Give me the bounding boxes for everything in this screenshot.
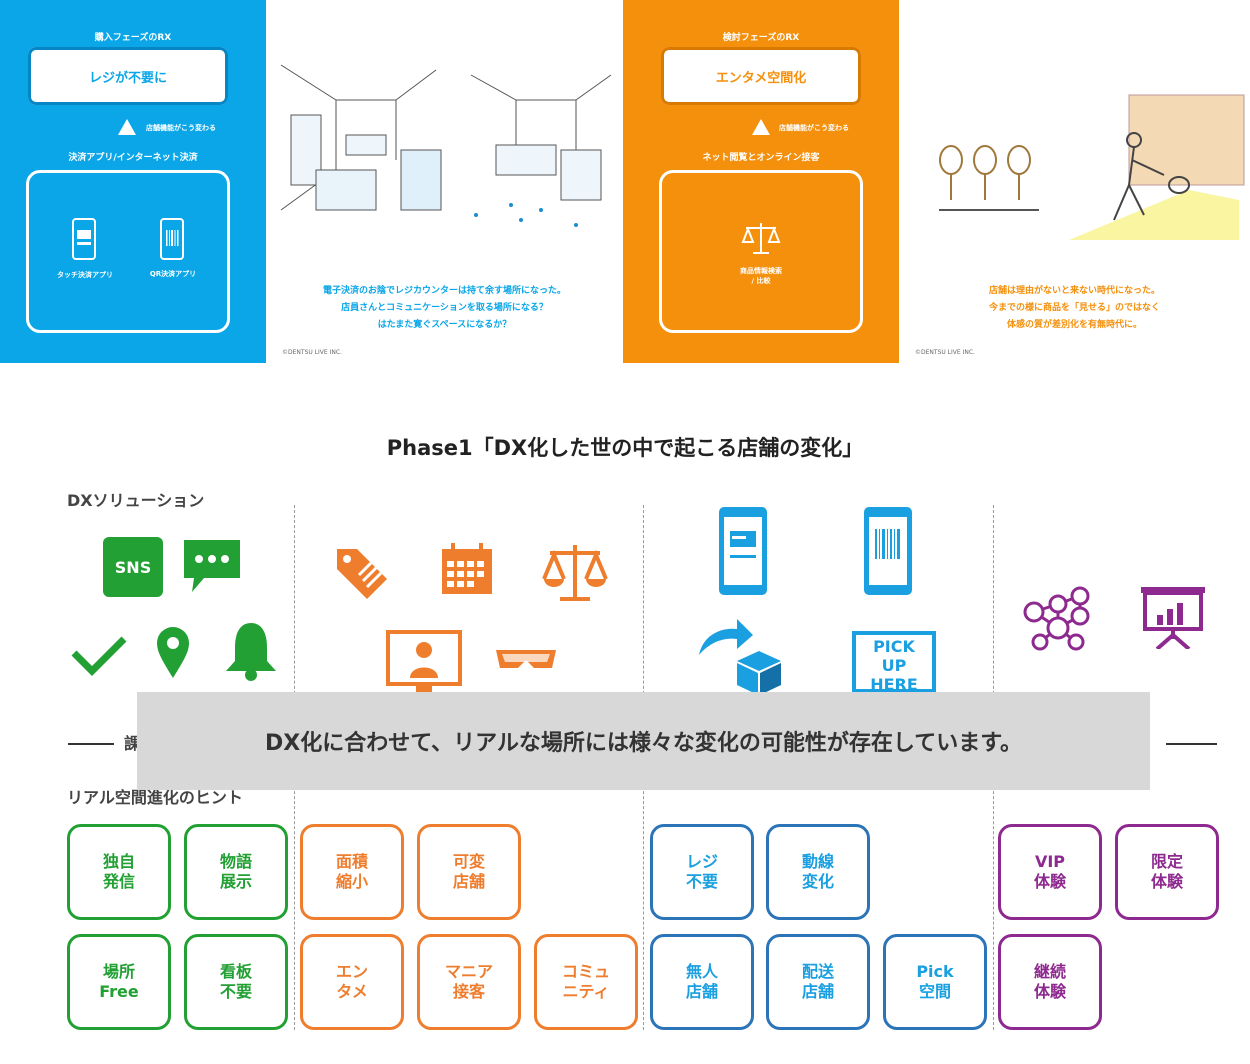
hint-box: 動線 変化 bbox=[766, 824, 870, 920]
hint-box: コミュ ニティ bbox=[534, 934, 638, 1030]
qr-phone-icon bbox=[160, 218, 184, 260]
panel-headline: エンタメ空間化 bbox=[661, 47, 861, 105]
store-sketch-image bbox=[280, 64, 612, 227]
hint-box: 独自 発信 bbox=[67, 824, 171, 920]
change-note: 店舗機能がこう変わる bbox=[779, 124, 849, 132]
location-pin-icon bbox=[157, 627, 189, 678]
triangle-icon bbox=[118, 119, 136, 135]
overlay-message: DX化に合わせて、リアルな場所には様々な変化の可能性が存在しています。 bbox=[137, 692, 1150, 790]
caption-line-3: 体感の質が差別化を有無時代に。 bbox=[1006, 320, 1142, 330]
app1-label: タッチ決済アプリ bbox=[57, 271, 113, 279]
hint-box: 配送 店舗 bbox=[766, 934, 870, 1030]
panel-illustration-entertainment: 店舗は理由がないと来ない時代になった。 今までの様に商品を「見せる」のではなく … bbox=[899, 0, 1250, 363]
hint-box: 面積 縮小 bbox=[300, 824, 404, 920]
app1-label: 商品情報検索 / 比較 bbox=[740, 267, 782, 285]
solution-title: ネット閲覧とオンライン接客 bbox=[702, 153, 820, 163]
panel-illustration-register: 電子決済のお陰でレジカウンターは持て余す場所になった。 店員さんとコミュニケーシ… bbox=[266, 0, 623, 363]
solution-frame bbox=[26, 170, 230, 333]
hint-box: 限定 体験 bbox=[1115, 824, 1219, 920]
scale-icon bbox=[542, 545, 608, 601]
scale-icon bbox=[741, 223, 781, 254]
hint-box: 場所 Free bbox=[67, 934, 171, 1030]
panel-phase-title: 検討フェーズのRX bbox=[722, 33, 800, 43]
sns-icon: SNS bbox=[103, 537, 163, 597]
header-line-left bbox=[68, 743, 114, 745]
hint-box: 物語 展示 bbox=[184, 824, 288, 920]
change-note: 店舗機能がこう変わる bbox=[146, 124, 216, 132]
copyright: ©DENTSU LIVE INC. bbox=[282, 349, 342, 356]
solution-frame bbox=[659, 170, 863, 333]
hint-box: マニア 接客 bbox=[417, 934, 521, 1030]
hint-box: レジ 不要 bbox=[650, 824, 754, 920]
panel-purchase-phase: 購入フェーズのRX レジが不要に 店舗機能がこう変わる 決済アプリ/インターネッ… bbox=[0, 0, 266, 363]
triangle-icon bbox=[752, 119, 770, 135]
hint-box: VIP 体験 bbox=[998, 824, 1102, 920]
presentation-icon bbox=[1141, 587, 1205, 649]
pickup-sign-icon: PICK UP HERE bbox=[852, 631, 936, 694]
hint-box: エン タメ bbox=[300, 934, 404, 1030]
bell-icon bbox=[226, 623, 276, 681]
hint-box: Pick 空間 bbox=[883, 934, 987, 1030]
payment-phone-icon bbox=[719, 507, 767, 595]
panel-headline: レジが不要に bbox=[28, 47, 228, 105]
caption-line-3: はたまた寛ぐスペースになるか？ bbox=[377, 320, 512, 330]
vr-goggles-icon bbox=[496, 650, 556, 668]
panel-phase-title: 購入フェーズのRX bbox=[94, 33, 172, 43]
dx-solution-label: DXソリューション bbox=[67, 491, 205, 510]
hint-box: 看板 不要 bbox=[184, 934, 288, 1030]
price-tag-icon bbox=[337, 549, 387, 599]
hint-box: 継続 体験 bbox=[998, 934, 1102, 1030]
network-icon bbox=[1023, 586, 1090, 651]
copyright: ©DENTSU LIVE INC. bbox=[915, 349, 975, 356]
delivery-box-icon bbox=[699, 619, 781, 695]
hint-box: 無人 店舗 bbox=[650, 934, 754, 1030]
check-icon bbox=[71, 636, 127, 676]
caption-line-2: 店員さんとコミュニケーションを取る場所になる？ bbox=[341, 303, 548, 313]
phase-title: Phase1「DX化した世の中で起こる店舗の変化」 bbox=[386, 436, 864, 460]
solution-title: 決済アプリ/インターネット決済 bbox=[68, 153, 198, 163]
header-line-right bbox=[1166, 743, 1217, 745]
chat-icon bbox=[184, 540, 240, 592]
payment-phone-icon bbox=[72, 218, 96, 260]
hint-box: 可変 店舗 bbox=[417, 824, 521, 920]
header-partial-label: 課 bbox=[124, 734, 141, 753]
calendar-icon bbox=[442, 543, 492, 594]
video-call-icon bbox=[386, 630, 462, 692]
qr-phone-icon bbox=[864, 507, 912, 595]
caption-line-2: 今までの様に商品を「見せる」のではなく bbox=[988, 303, 1160, 313]
hint-label: リアル空間進化のヒント bbox=[67, 788, 243, 807]
app2-label: QR決済アプリ bbox=[149, 270, 197, 278]
tennis-store-sketch-image bbox=[939, 94, 1245, 240]
caption-line-1: 店舗は理由がないと来ない時代になった。 bbox=[988, 286, 1160, 296]
caption-line-1: 電子決済のお陰でレジカウンターは持て余す場所になった。 bbox=[322, 286, 566, 296]
panel-consideration-phase: 検討フェーズのRX エンタメ空間化 店舗機能がこう変わる ネット閲覧とオンライン… bbox=[623, 0, 899, 363]
